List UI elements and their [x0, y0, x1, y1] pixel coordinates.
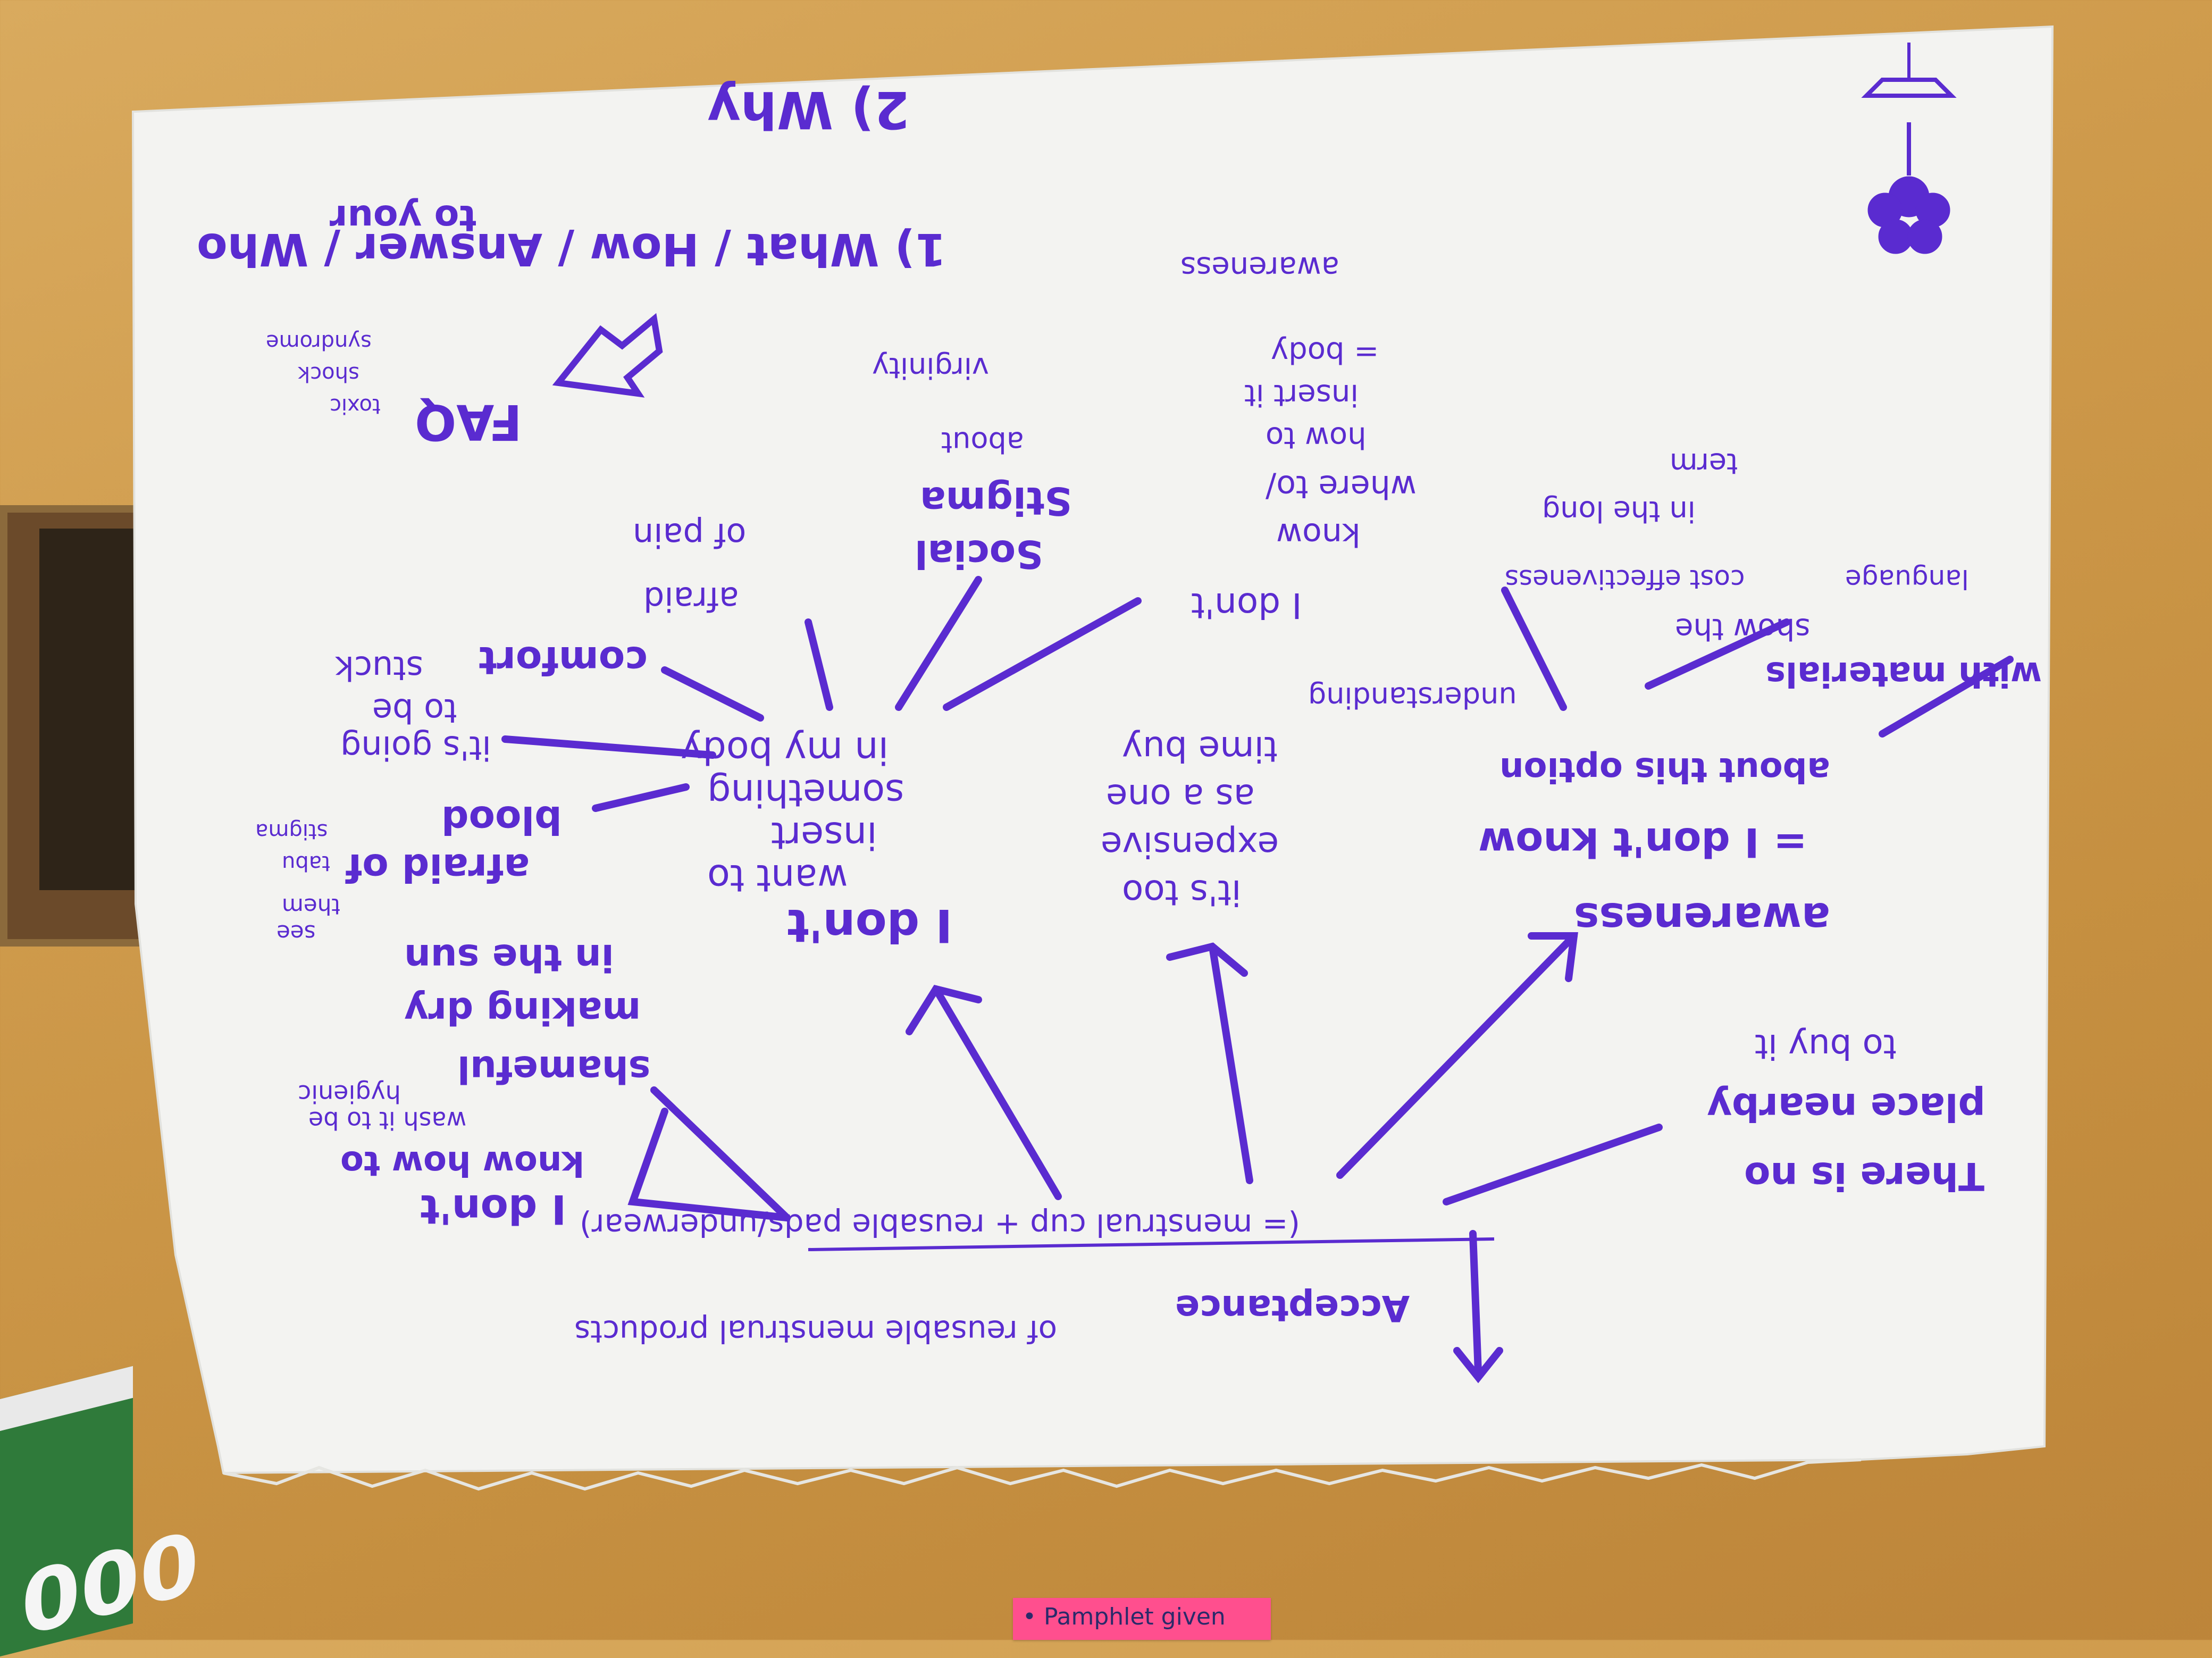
sub-line: I don't — [1191, 585, 1302, 626]
branch-line: making dry — [404, 989, 641, 1033]
sub-line: where to/ — [1266, 468, 1417, 505]
sticky-note-text: • Pamphlet given — [1023, 1603, 1226, 1630]
branch-line: as a one — [1106, 776, 1255, 817]
topic-underline — [808, 1237, 1495, 1251]
branch-line: I don't — [420, 1186, 567, 1233]
sub-line: stuck — [335, 649, 423, 688]
sub-line: in the long — [1542, 495, 1696, 528]
branch-line: to buy it — [1755, 1026, 1897, 1066]
sticky-note: • Pamphlet given — [1013, 1598, 1271, 1640]
branch-line: something — [707, 771, 904, 815]
sub-line: about — [941, 425, 1024, 459]
central-topic-line2: (= menstrual cup + reusable pads/underwe… — [580, 1207, 1300, 1243]
green-box: 000 — [0, 1366, 199, 1657]
branch-line: insert — [771, 814, 877, 857]
sub-line: afraid of — [346, 845, 530, 890]
sub-line: of pain — [633, 516, 747, 555]
branch-line: in my body — [681, 728, 889, 772]
sub-line: Stigma — [920, 479, 1073, 523]
faq-label: FAQ — [415, 393, 522, 450]
sub-line: awareness — [1180, 250, 1339, 284]
sub-line: blood — [441, 798, 562, 842]
side-note: shock — [298, 362, 359, 386]
branch-line: time buy — [1122, 728, 1278, 769]
branch-line: There is no — [1744, 1154, 1984, 1199]
branch-line: shameful — [457, 1048, 651, 1091]
sub-line: virginity — [872, 351, 989, 384]
sub-line: term — [1670, 447, 1738, 480]
branch-side: see — [276, 920, 316, 946]
sub-line: insert it — [1244, 378, 1359, 412]
side-note: toxic — [330, 393, 381, 418]
sub-line: cost effectiveness — [1505, 564, 1745, 594]
branch-line: about this option — [1499, 750, 1830, 789]
faq-item: 2) Why — [707, 80, 910, 139]
branch-line: hygienic — [298, 1079, 401, 1108]
branch-line: want to — [707, 856, 848, 900]
sub-line: afraid — [643, 580, 739, 618]
sub-line: show the — [1675, 612, 1811, 646]
branch-line: know how to — [340, 1143, 584, 1183]
branch-line: in the sun — [404, 936, 614, 979]
sub-line: how to — [1266, 420, 1367, 455]
central-topic-line1: of reusable menstrual products — [574, 1313, 1058, 1350]
branch-line: place nearby — [1707, 1085, 1986, 1129]
branch-line: wash it to be — [308, 1106, 467, 1135]
branch-sub: understanding — [1308, 681, 1517, 714]
sub-line: comfort — [479, 638, 648, 683]
faq-arrow-icon — [552, 313, 663, 398]
branch-line: I don't — [787, 899, 953, 952]
faq-item: 1) What / How / Answer / Who — [197, 223, 946, 275]
faq-item: to your — [330, 197, 476, 239]
flower-doodle-icon — [1861, 43, 1957, 254]
sub-line: to be — [372, 691, 457, 730]
branch-side: them — [282, 893, 340, 919]
sub-line: know — [1276, 516, 1361, 553]
central-topic-title: Acceptance — [1175, 1287, 1410, 1329]
sub-line: with materials — [1765, 654, 2042, 693]
side-note: syndrome — [266, 330, 372, 354]
mindmap-arrows — [501, 576, 2014, 1384]
branch-line: awareness — [1574, 893, 1831, 943]
branch-line: it's too — [1122, 872, 1242, 913]
branch-line: expensive — [1101, 824, 1279, 865]
sub-line: = body — [1271, 335, 1379, 370]
sub-side: tabu — [282, 851, 330, 875]
sub-line: Social — [915, 532, 1043, 576]
sub-side: stigma — [255, 819, 328, 843]
sub-line: it's going — [340, 728, 491, 767]
sub-line: language — [1845, 564, 1969, 594]
branch-line: = I don't know — [1478, 819, 1807, 866]
